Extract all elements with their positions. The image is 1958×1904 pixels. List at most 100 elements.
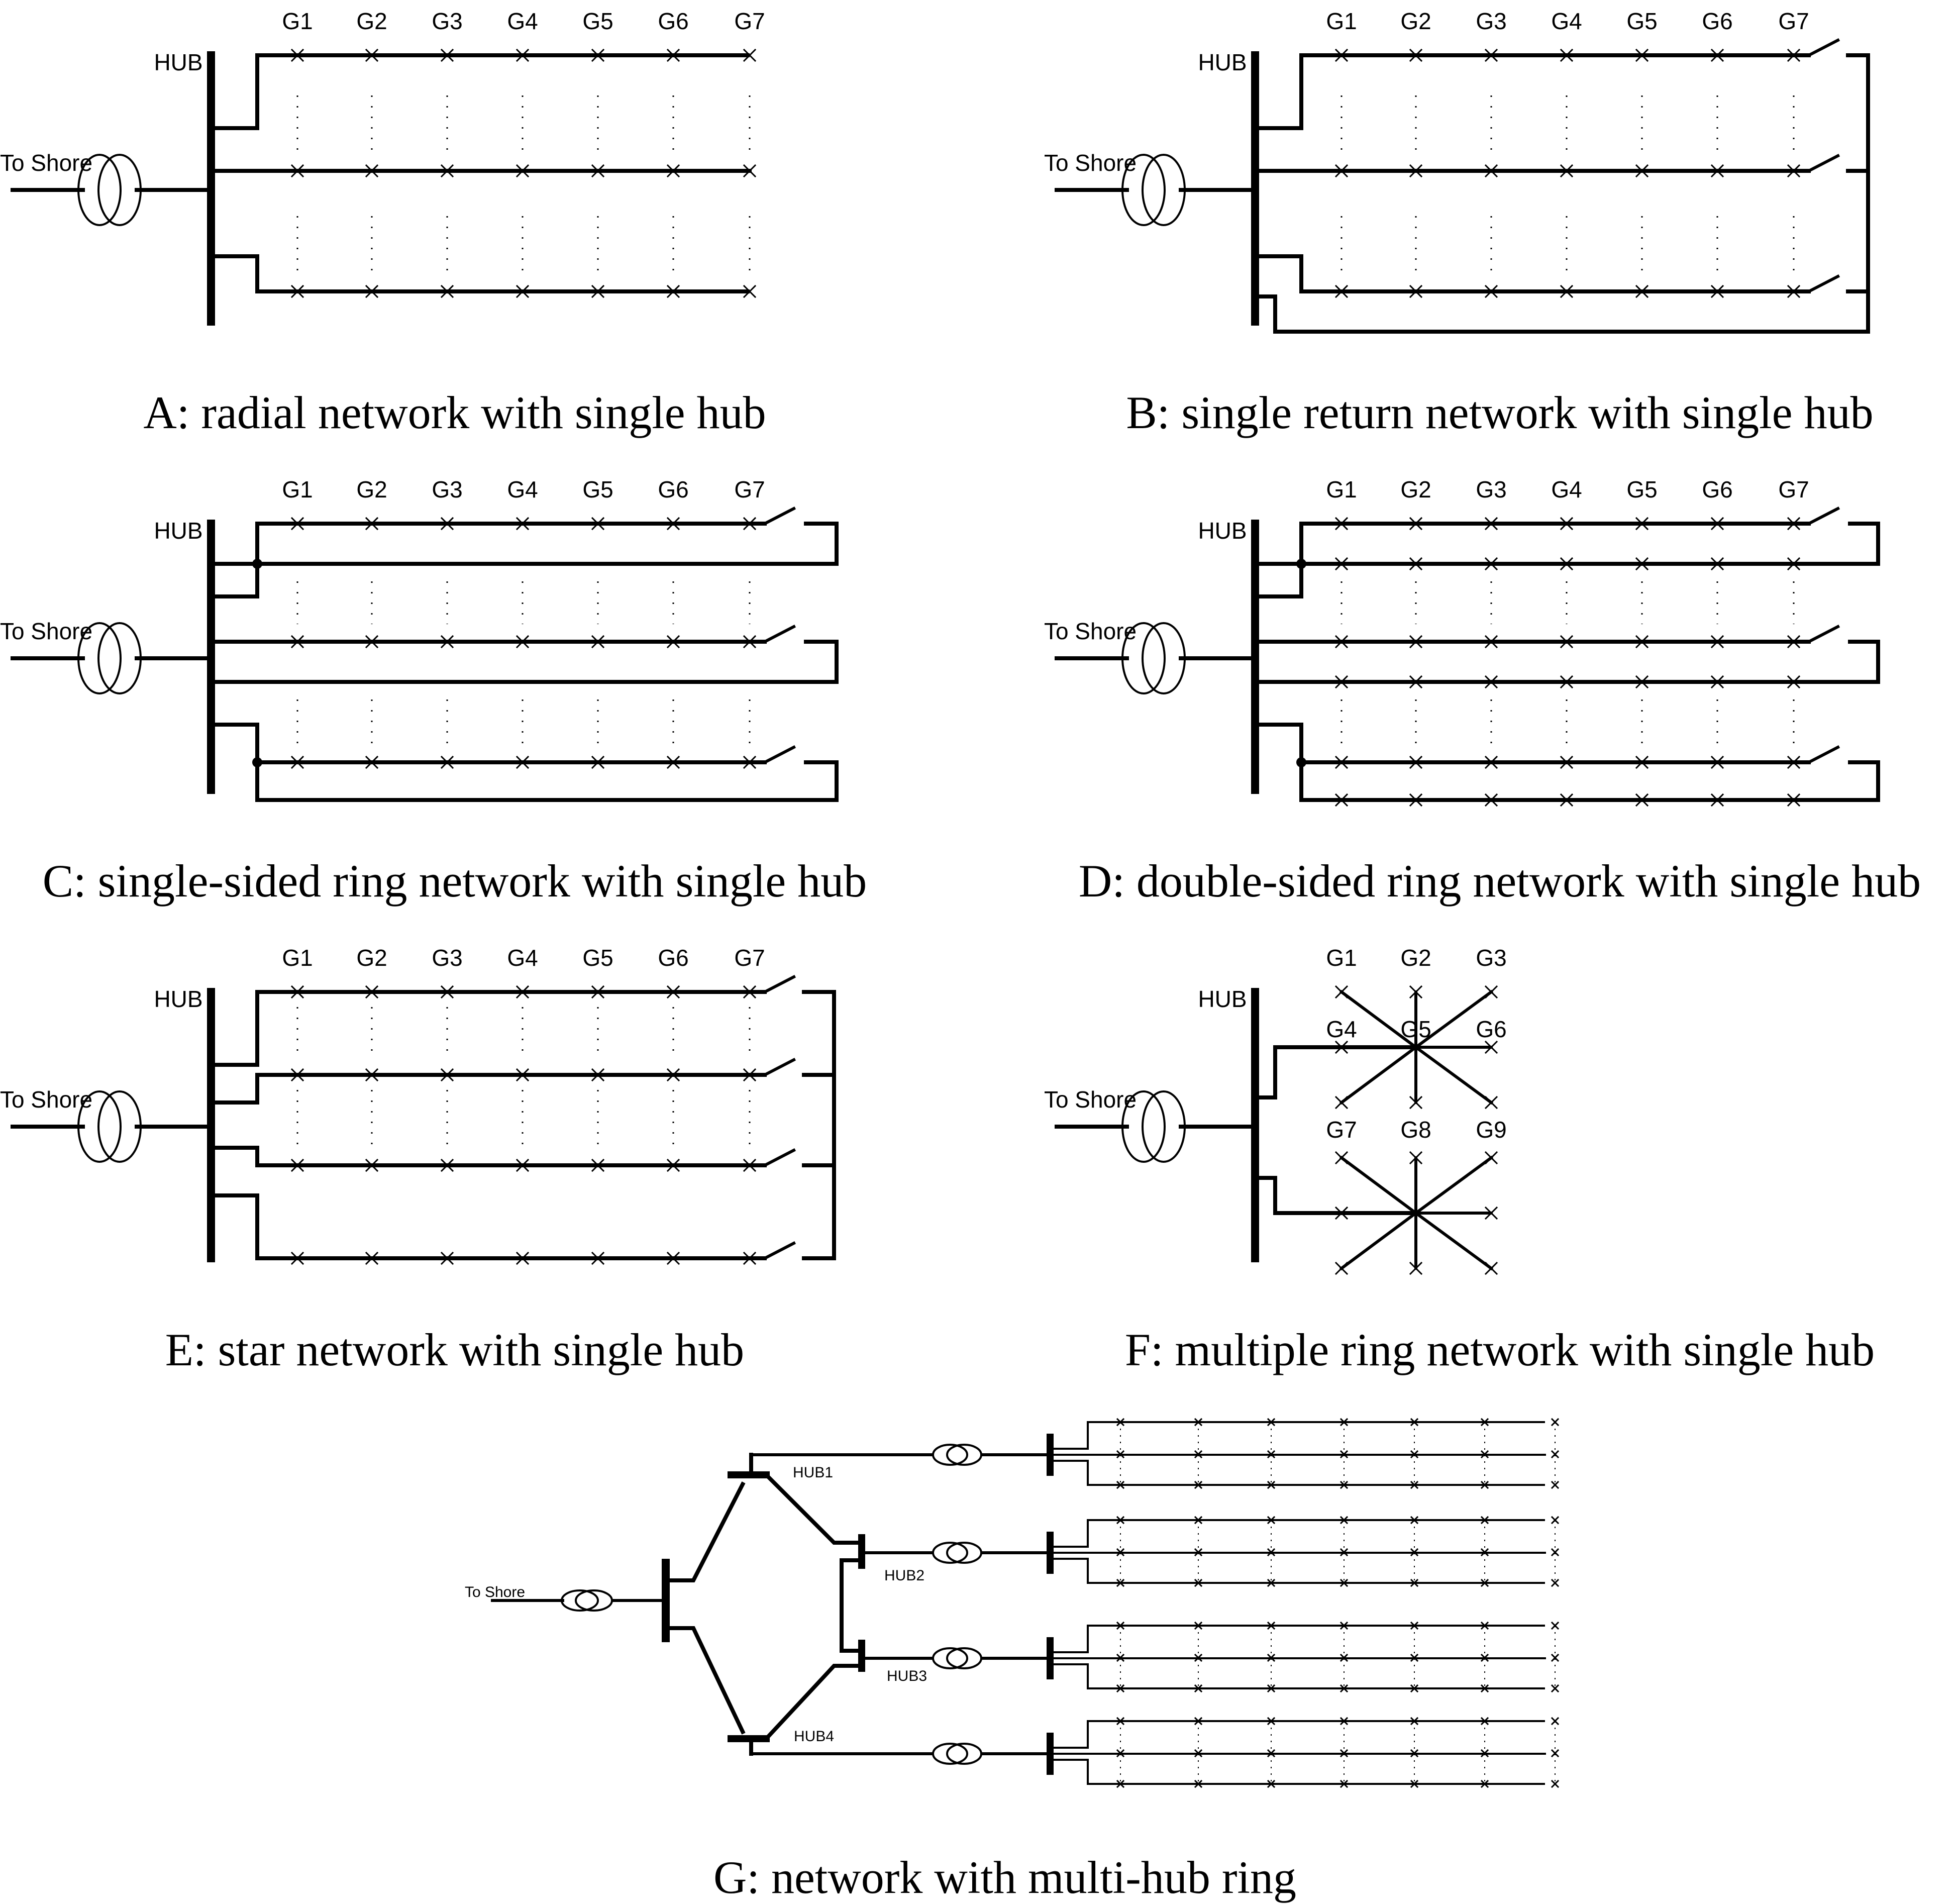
turbine-mark xyxy=(1635,517,1649,531)
transformer-icon xyxy=(77,622,122,694)
hub-label: HUB xyxy=(154,518,202,544)
turbine-mark xyxy=(1484,164,1498,178)
turbine-mark xyxy=(1480,1653,1489,1662)
turbine-mark xyxy=(1551,1779,1560,1788)
turbine-mark xyxy=(1334,48,1349,62)
feeder-cable xyxy=(211,1193,259,1258)
feeder-cable xyxy=(1255,254,1794,293)
hub-label: HUB xyxy=(154,49,202,75)
turbine-mark xyxy=(1409,284,1423,298)
turbine-mark xyxy=(1560,164,1574,178)
turbine-mark xyxy=(1334,1040,1349,1054)
turbine-mark xyxy=(1334,1095,1349,1110)
generator-label-g2: G2 xyxy=(356,945,387,971)
generator-label-g5: G5 xyxy=(1626,476,1657,503)
star-cable xyxy=(1413,1211,1494,1271)
turbine-mark xyxy=(1334,1151,1349,1165)
turbine-mark xyxy=(290,517,304,531)
turbine-mark xyxy=(743,48,757,62)
breaker-switch xyxy=(762,624,796,644)
turbine-mark xyxy=(290,985,304,999)
ring-return-cable xyxy=(257,640,839,684)
ring-return-cable xyxy=(1301,522,1880,566)
string-cable xyxy=(1053,1558,1545,1584)
turbine-mark xyxy=(1339,1749,1349,1758)
turbine-mark xyxy=(440,48,454,62)
turbine-mark xyxy=(1339,1653,1349,1662)
turbine-mark xyxy=(516,985,530,999)
turbine-mark xyxy=(1484,793,1498,807)
turbine-mark xyxy=(1635,635,1649,649)
turbine-mark xyxy=(1484,48,1498,62)
turbine-mark xyxy=(1635,164,1649,178)
turbine-mark xyxy=(1635,755,1649,769)
generator-label-g2: G2 xyxy=(1400,8,1431,34)
turbine-mark xyxy=(290,755,304,769)
feeder-cable xyxy=(211,1075,259,1105)
breaker-switch xyxy=(1806,274,1840,294)
star-cable xyxy=(1339,1155,1418,1216)
ring-return-cable xyxy=(1301,640,1880,684)
generator-label-g6: G6 xyxy=(658,476,688,503)
generator-label-g6: G6 xyxy=(658,945,688,971)
turbine-mark xyxy=(1194,1779,1203,1788)
turbine-mark xyxy=(1560,675,1574,689)
feeder-cable xyxy=(211,1146,259,1165)
to-shore-label: To Shore xyxy=(0,150,92,176)
turbine-mark xyxy=(1334,164,1349,178)
turbine-mark xyxy=(1710,755,1724,769)
generator-label-g1: G1 xyxy=(1326,945,1357,971)
ring-cable xyxy=(765,1473,862,1545)
turbine-mark xyxy=(1339,1779,1349,1788)
return-cable xyxy=(1255,294,1868,334)
breaker-switch xyxy=(1806,745,1840,765)
feeder-cable xyxy=(211,53,750,130)
feeder-cable xyxy=(211,723,259,762)
turbine-mark xyxy=(591,284,605,298)
turbine-mark xyxy=(1334,793,1349,807)
turbine-mark xyxy=(1410,1480,1419,1489)
turbine-mark xyxy=(440,517,454,531)
turbine-mark xyxy=(666,985,680,999)
junction-dot xyxy=(252,757,262,767)
generator-label-g4: G4 xyxy=(507,945,538,971)
turbine-mark xyxy=(1551,1653,1560,1662)
ring-cable xyxy=(840,1558,862,1653)
turbine-mark xyxy=(1635,48,1649,62)
star-cable xyxy=(1339,989,1418,1050)
string-cable xyxy=(1053,1460,1545,1486)
ring-cable xyxy=(666,1481,746,1582)
turbine-mark xyxy=(440,1068,454,1082)
generator-label-g6: G6 xyxy=(1702,8,1732,34)
turbine-mark xyxy=(365,517,379,531)
turbine-mark xyxy=(1409,1095,1423,1110)
transformer-icon xyxy=(932,1743,968,1765)
turbine-mark xyxy=(1409,1151,1423,1165)
turbine-mark xyxy=(1116,1779,1125,1788)
turbine-mark xyxy=(1635,675,1649,689)
string-cable xyxy=(1053,1663,1545,1689)
breaker-switch xyxy=(762,1057,796,1077)
turbine-mark xyxy=(1409,557,1423,571)
turbine-mark xyxy=(516,164,530,178)
breaker-switch xyxy=(762,1241,796,1261)
turbine-mark xyxy=(666,635,680,649)
turbine-mark xyxy=(1334,635,1349,649)
turbine-mark xyxy=(365,1158,379,1172)
generator-label-g9: G9 xyxy=(1476,1117,1506,1143)
turbine-mark xyxy=(1116,1578,1125,1587)
transformer-icon xyxy=(946,1647,982,1669)
turbine-mark xyxy=(1334,557,1349,571)
turbine-mark xyxy=(1710,793,1724,807)
turbine-mark xyxy=(365,48,379,62)
generator-label-g4: G4 xyxy=(1326,1016,1357,1042)
turbine-mark xyxy=(666,517,680,531)
turbine-mark xyxy=(365,1068,379,1082)
transformer-icon xyxy=(946,1542,982,1564)
turbine-mark xyxy=(1410,1548,1419,1557)
breaker-switch xyxy=(1806,38,1840,58)
feeder-cable xyxy=(211,992,259,1067)
turbine-mark xyxy=(1710,635,1724,649)
turbine-mark xyxy=(516,284,530,298)
generator-label-g1: G1 xyxy=(282,476,313,503)
